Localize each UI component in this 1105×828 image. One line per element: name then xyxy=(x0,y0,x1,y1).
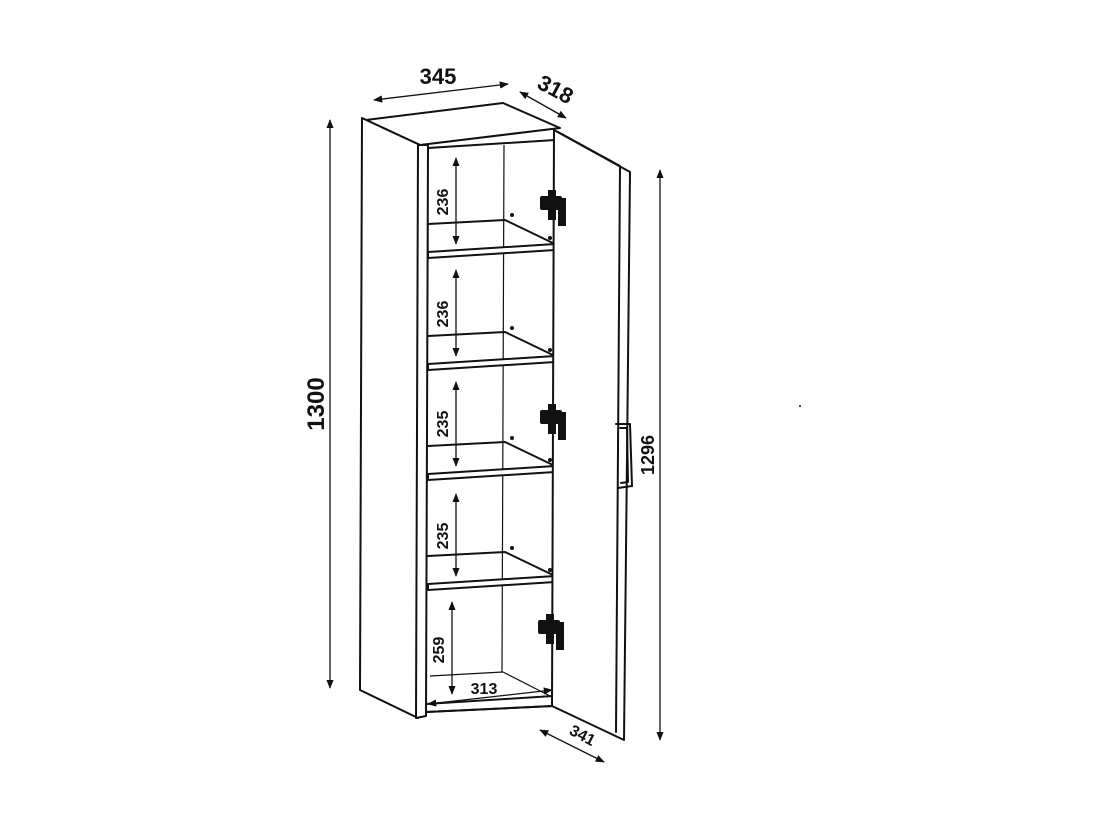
dim-shelf-3-label: 235 xyxy=(435,411,452,438)
back-edge xyxy=(501,144,505,673)
dimension-shelf-5: 259 xyxy=(431,601,456,695)
dimension-door-height: 1296 xyxy=(638,169,664,741)
speck xyxy=(799,405,801,407)
shelf-4 xyxy=(427,551,556,591)
dim-height-label: 1300 xyxy=(303,377,330,430)
door xyxy=(551,129,633,741)
dim-door-height-label: 1296 xyxy=(638,435,658,475)
dimension-door-depth: 341 xyxy=(539,722,605,763)
bottom-panel xyxy=(425,695,554,713)
hinge-middle xyxy=(540,404,566,440)
dim-shelf-1-label: 236 xyxy=(435,189,452,216)
dimension-depth: 318 xyxy=(519,70,578,119)
dimension-shelf-3: 235 xyxy=(435,381,460,467)
hinge-top xyxy=(540,190,566,226)
cabinet-body xyxy=(359,102,561,719)
door-handle xyxy=(615,423,633,489)
door-edge xyxy=(557,131,621,733)
dimension-shelf-4: 235 xyxy=(435,493,460,577)
dim-inner-depth-label: 313 xyxy=(471,681,498,698)
dimension-width: 345 xyxy=(373,64,509,103)
dim-shelf-2-label: 236 xyxy=(435,301,452,328)
left-front-edge xyxy=(415,144,429,719)
dim-width-label: 345 xyxy=(420,64,457,89)
shelf-2 xyxy=(427,331,556,371)
dimension-inner-depth: 313 xyxy=(427,681,553,707)
shelf-pins xyxy=(510,213,552,572)
shelf-3 xyxy=(427,441,556,481)
dimension-shelf-1: 236 xyxy=(435,157,460,245)
shelf-1 xyxy=(427,219,556,259)
dim-shelf-5-label: 259 xyxy=(431,637,448,664)
dim-shelf-4-label: 235 xyxy=(435,523,452,550)
dimension-shelf-2: 236 xyxy=(435,269,460,357)
hinge-bottom xyxy=(538,614,564,650)
left-side-panel xyxy=(359,117,421,719)
dimension-height: 1300 xyxy=(303,119,334,689)
